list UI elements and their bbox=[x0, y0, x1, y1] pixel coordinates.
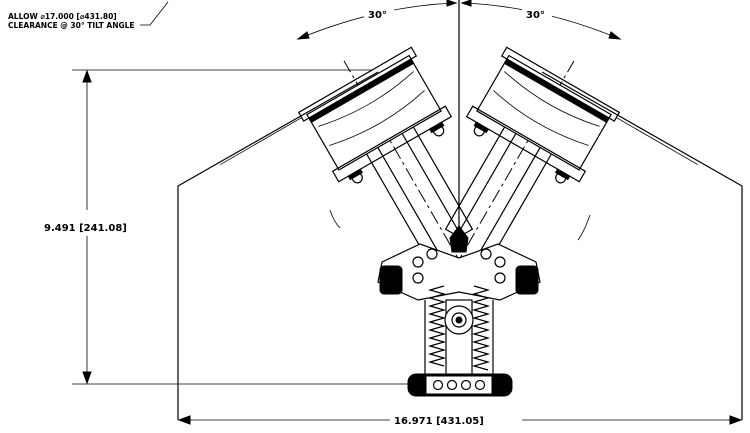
angle-dimension: 30° 30° bbox=[296, 0, 622, 40]
clearance-note: ALLOW ⌀17.000 [⌀431.80] CLEARANCE @ 30° … bbox=[8, 1, 169, 30]
right-clamp bbox=[515, 265, 539, 295]
left-arm-rail-1 bbox=[364, 144, 438, 257]
left-head-assembly bbox=[220, 46, 474, 268]
top-pivot bbox=[449, 225, 469, 253]
clearance-note-line2: CLEARANCE @ 30° TILT ANGLE bbox=[8, 21, 135, 30]
height-arrow-top bbox=[82, 69, 92, 83]
angle-arrow-mid-right bbox=[460, 0, 472, 7]
right-head-visor bbox=[616, 117, 698, 165]
clearance-note-line1: ALLOW ⌀17.000 [⌀431.80] bbox=[8, 12, 117, 21]
right-cable bbox=[577, 214, 591, 241]
base-bolt-2 bbox=[446, 379, 458, 391]
right-head-assembly bbox=[444, 46, 698, 268]
right-arm-rail-2 bbox=[480, 144, 554, 257]
right-head-fins bbox=[503, 58, 610, 124]
width-dimension: 16.971 [431.05] bbox=[177, 415, 743, 427]
angle-label-left: 30° bbox=[368, 10, 387, 21]
right-head-centerline bbox=[454, 60, 575, 268]
width-arrow-left bbox=[177, 415, 191, 425]
base-clamp bbox=[407, 373, 513, 397]
angle-arrow-left bbox=[296, 31, 310, 40]
height-dimension: 9.491 [241.08] bbox=[44, 69, 412, 385]
right-spring bbox=[471, 285, 491, 371]
bolt-1 bbox=[412, 256, 424, 268]
left-arm-rail-2 bbox=[400, 124, 474, 237]
center-mechanism bbox=[377, 225, 541, 377]
width-label: 16.971 [431.05] bbox=[394, 416, 484, 427]
height-label: 9.491 [241.08] bbox=[44, 223, 127, 234]
bolt-3 bbox=[480, 248, 492, 260]
envelope-right-slope bbox=[541, 71, 743, 187]
base-bolt-1 bbox=[432, 379, 444, 391]
envelope-left-slope bbox=[177, 71, 379, 187]
width-arrow-right bbox=[729, 415, 743, 425]
right-arm-rail-1 bbox=[444, 124, 518, 237]
left-head-fins bbox=[308, 58, 415, 124]
left-cable bbox=[329, 209, 341, 229]
base-bolt-4 bbox=[474, 379, 486, 391]
angle-label-right: 30° bbox=[526, 10, 545, 21]
left-clamp bbox=[379, 265, 403, 295]
left-head-centerline bbox=[343, 60, 464, 268]
height-arrow-bottom bbox=[82, 371, 92, 385]
right-head-yoke bbox=[465, 105, 587, 183]
bolt-4 bbox=[494, 256, 506, 268]
angle-arrow-mid-left bbox=[446, 0, 458, 7]
base-bolt-3 bbox=[460, 379, 472, 391]
left-spring bbox=[427, 285, 447, 367]
note-leader-line bbox=[140, 1, 169, 26]
hub-axle bbox=[455, 316, 463, 324]
left-head-yoke bbox=[331, 105, 453, 183]
angle-arrow-right bbox=[608, 31, 622, 40]
bolt-2 bbox=[426, 248, 438, 260]
left-head-visor bbox=[220, 117, 302, 165]
